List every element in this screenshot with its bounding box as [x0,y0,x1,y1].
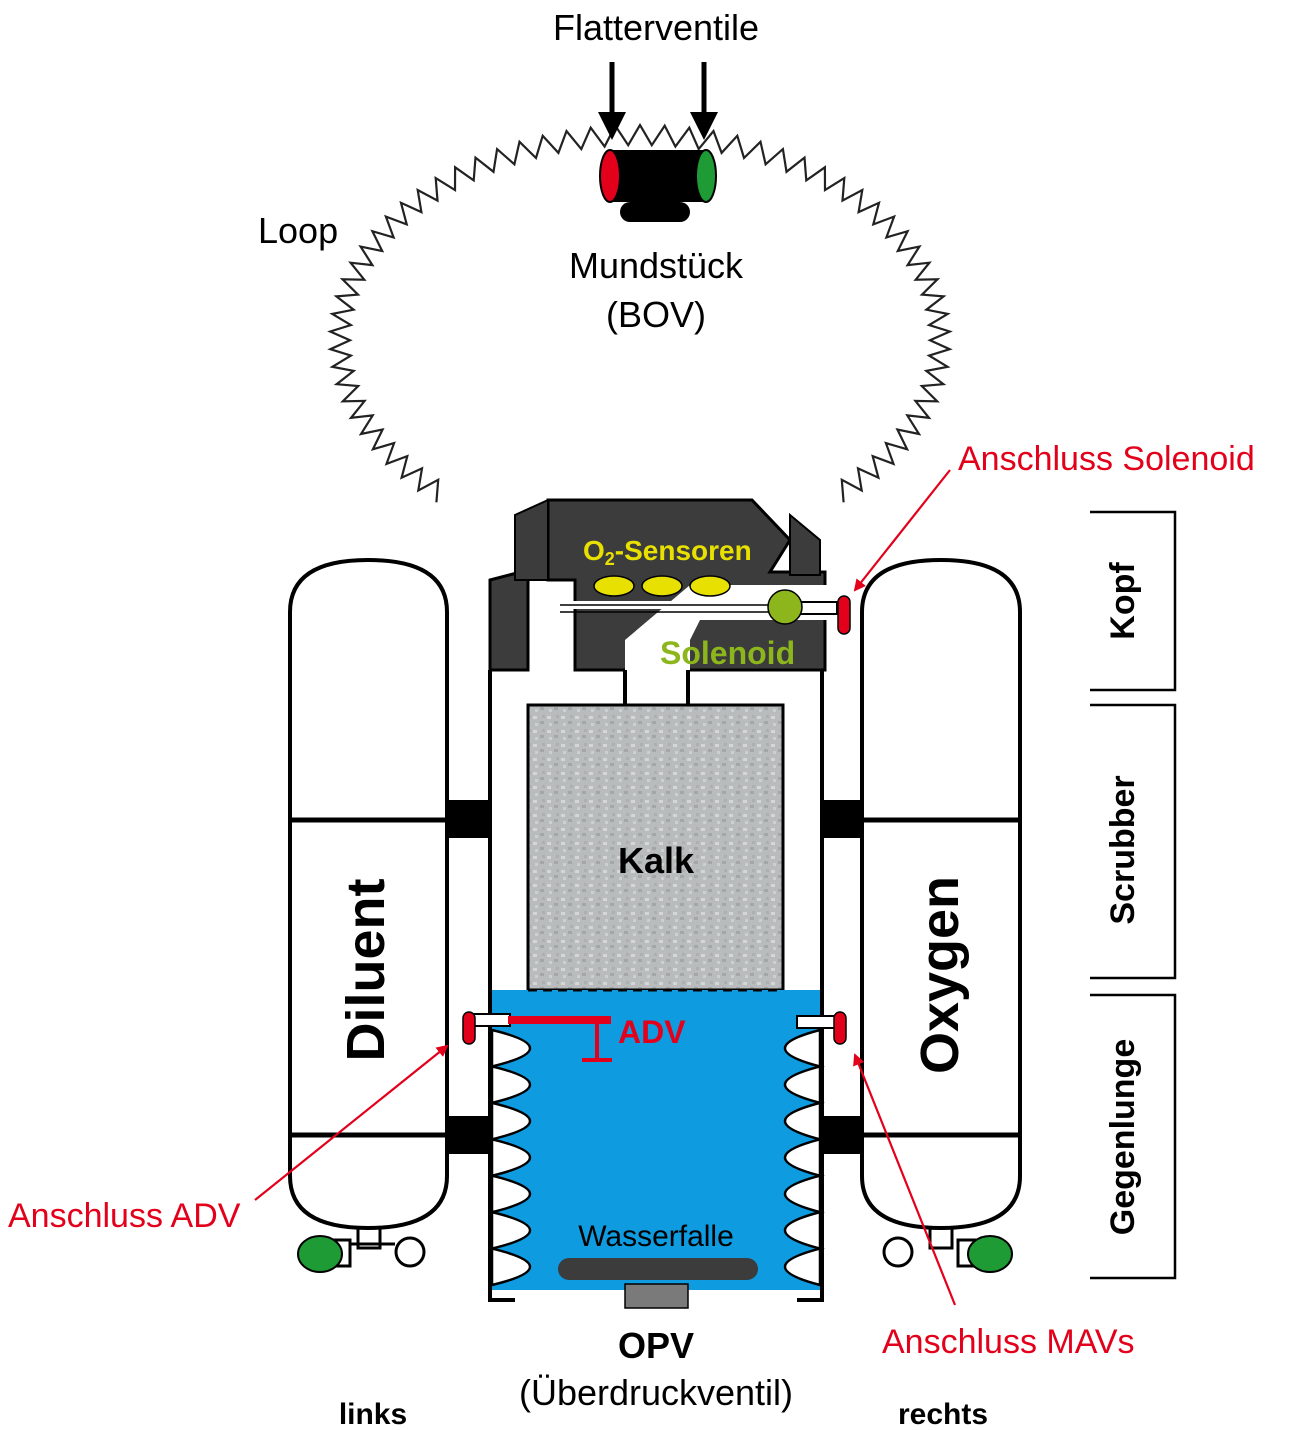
flatterventile-label: Flatterventile [553,7,759,48]
rechts-label: rechts [898,1398,988,1430]
wasserfalle-label: Wasserfalle [578,1220,734,1253]
bov-label: (BOV) [606,294,706,335]
wasserfalle-drain [558,1258,758,1280]
diluent-cylinder [288,557,490,1273]
o2-sensoren-label: O2-Sensoren [583,535,752,569]
kalk-canister [526,703,785,992]
anschluss-mavs-label: Anschluss MAVs [882,1323,1135,1361]
kopf-label: Kopf [1104,562,1142,640]
kalk-label: Kalk [618,840,695,881]
section-brackets [1090,510,1177,1280]
green-flutter-valve [695,149,717,203]
mouthpiece [599,149,717,222]
links-label: links [339,1398,407,1430]
counterlung [490,988,825,1309]
o2-sensors [593,575,731,597]
diluent-valve-knob [297,1235,343,1273]
annotation-arrows [254,469,957,1306]
scrubber-label: Scrubber [1104,775,1142,924]
flatterventile-arrows [598,62,718,140]
oxygen-cylinder [822,557,1022,1273]
gegenlunge-label: Gegenlunge [1104,1039,1142,1235]
red-flutter-valve [599,149,621,203]
anschluss-adv-label: Anschluss ADV [8,1197,241,1235]
opv-valve [624,1283,689,1309]
solenoid [767,589,851,635]
ueberdruckventil-label: (Überdruckventil) [519,1372,793,1413]
opv-label: OPV [618,1325,694,1366]
adv-valve [462,1011,612,1062]
diluent-label: Diluent [336,878,396,1061]
housing-frame [488,670,824,1302]
oxygen-valve-knob [967,1235,1013,1273]
mav-connector [796,1011,847,1045]
mundstueck-label: Mundstück [569,245,744,286]
loop-label: Loop [258,210,338,251]
adv-label: ADV [618,1014,686,1050]
loop-hose [327,122,953,503]
oxygen-label: Oxygen [910,876,970,1074]
solenoid-label: Solenoid [660,635,795,671]
anschluss-solenoid-label: Anschluss Solenoid [958,440,1255,478]
